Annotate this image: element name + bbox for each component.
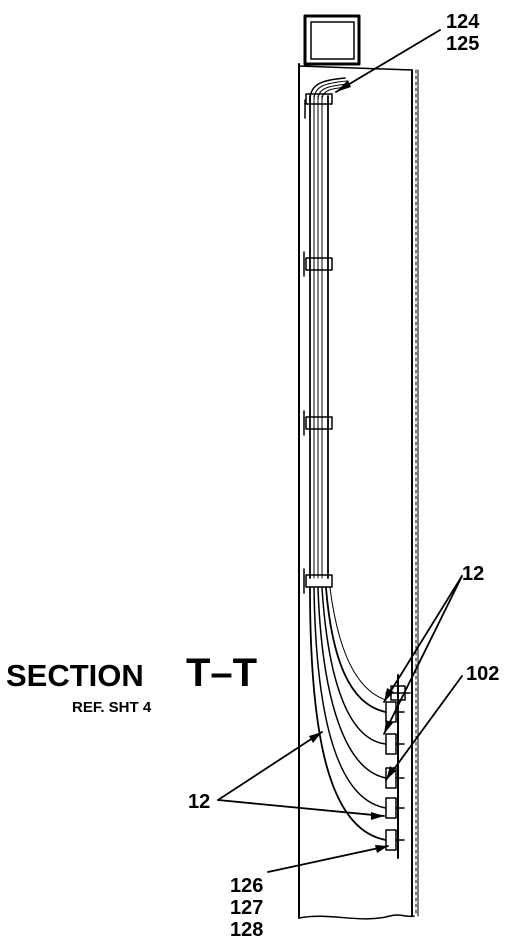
wall-hatched-edge bbox=[411, 69, 419, 917]
leader-102 bbox=[385, 675, 463, 781]
callout-125: 125 bbox=[446, 33, 479, 55]
leader-12-right bbox=[383, 575, 463, 735]
cable-bundle-vertical bbox=[309, 95, 329, 579]
clamp-1 bbox=[303, 251, 333, 277]
callout-127: 127 bbox=[230, 897, 263, 919]
callout-124: 124 bbox=[446, 11, 480, 33]
wall-connector-5 bbox=[385, 829, 405, 851]
cable-bend-top bbox=[304, 77, 350, 119]
clamp-2 bbox=[303, 410, 333, 436]
section-title-id: T–T bbox=[186, 651, 257, 695]
top-channel bbox=[303, 14, 361, 66]
clamp-3 bbox=[303, 568, 333, 594]
callout-102: 102 bbox=[466, 663, 499, 685]
leader-124-125 bbox=[335, 29, 441, 93]
leader-126 bbox=[267, 845, 389, 873]
section-title-word: SECTION bbox=[6, 658, 144, 693]
cable-fan-out bbox=[309, 587, 387, 841]
wall-connector-2 bbox=[385, 733, 405, 755]
section-reference: REF. SHT 4 bbox=[72, 699, 152, 716]
callout-128: 128 bbox=[230, 919, 263, 941]
main-panel bbox=[298, 63, 415, 920]
leader-12-left bbox=[217, 731, 385, 820]
callout-126: 126 bbox=[230, 875, 263, 897]
callout-12-left: 12 bbox=[188, 791, 210, 813]
wall-connector-4 bbox=[385, 797, 405, 819]
callout-12-right: 12 bbox=[462, 563, 484, 585]
